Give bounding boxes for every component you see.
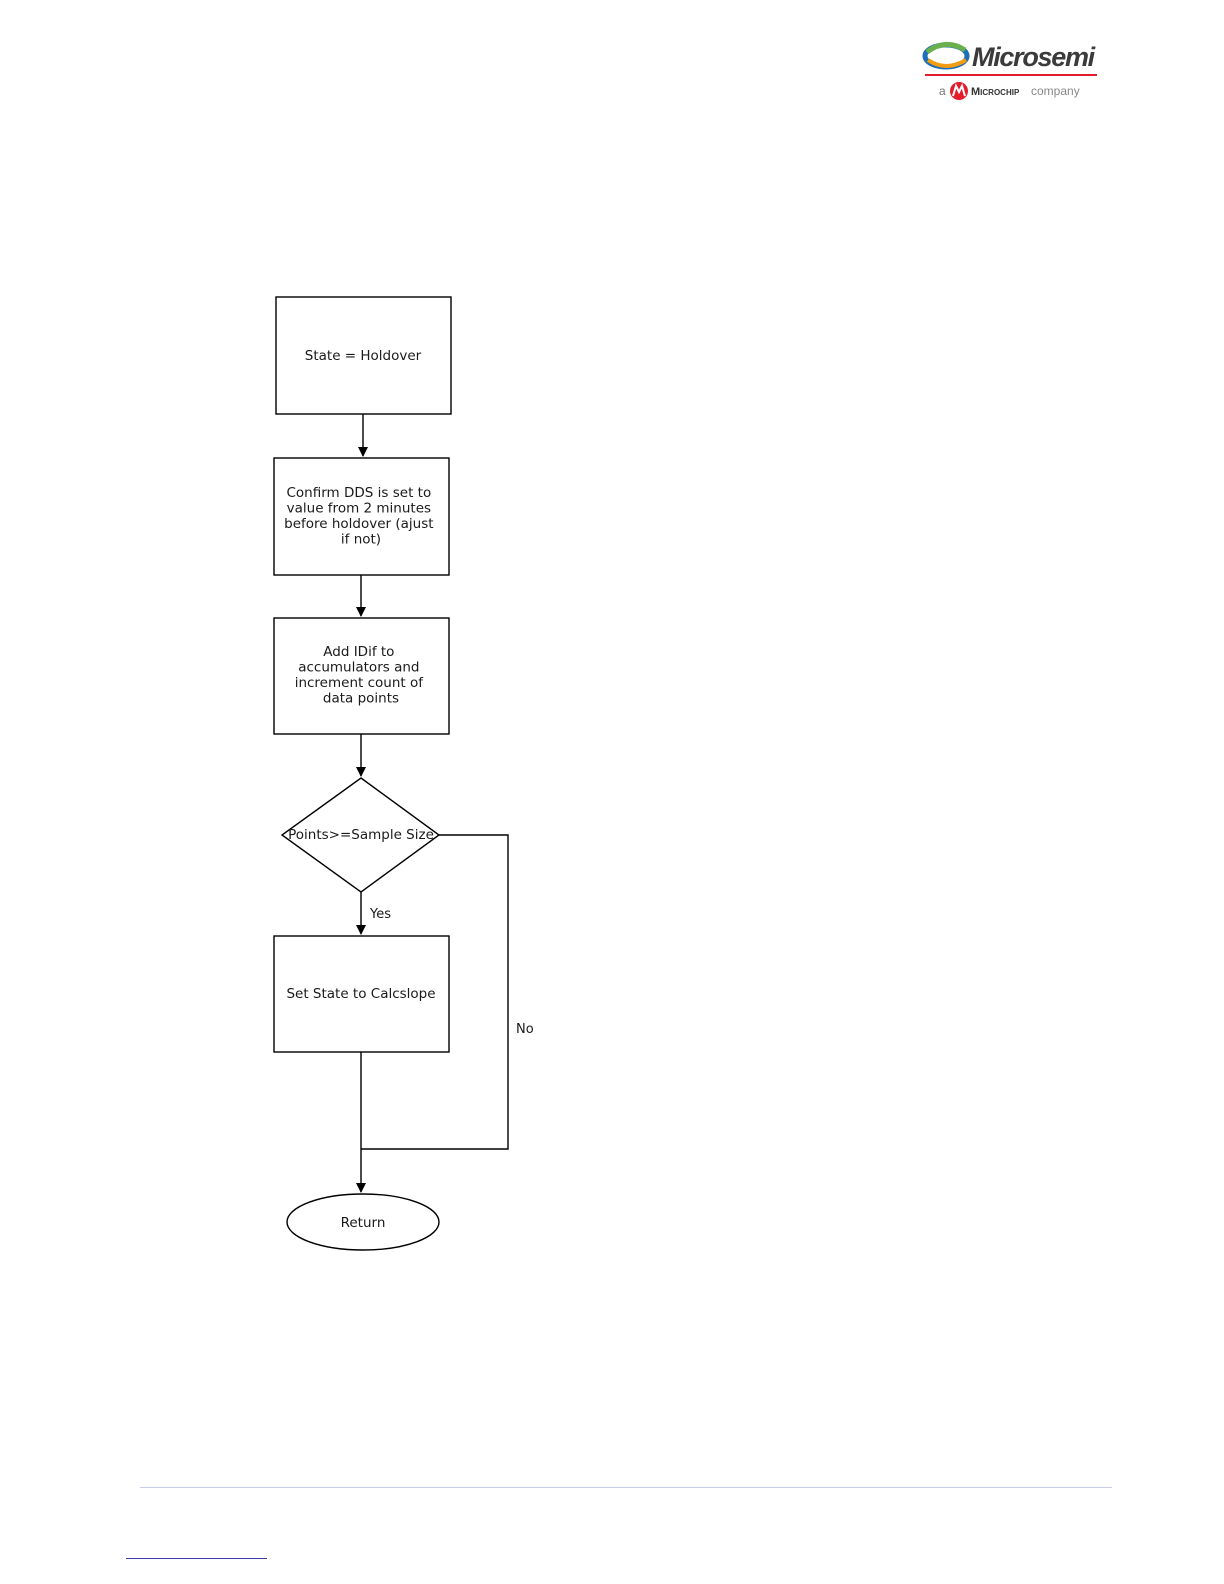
node-confirm-dds-line: if not) (341, 532, 381, 548)
node-set-calcslope: Set State to Calcslope (274, 936, 449, 1052)
node-confirm-dds: Confirm DDS is set to value from 2 minut… (274, 458, 449, 575)
svg-text:Return: Return (341, 1215, 386, 1231)
svg-text:State = Holdover: State = Holdover (305, 348, 422, 364)
node-add-idif: Add IDif to accumulators and increment c… (274, 618, 449, 734)
node-return-line: Return (341, 1215, 386, 1231)
node-state-holdover-line: State = Holdover (305, 348, 422, 364)
node-points-check: Points>=Sample Size (282, 778, 439, 892)
node-add-idif-line: accumulators and (298, 660, 419, 676)
footer-divider (140, 1487, 1112, 1488)
node-add-idif-line: Add IDif to (323, 644, 394, 660)
edge-label-no: No (516, 1022, 534, 1037)
node-add-idif-line: increment count of (295, 675, 425, 691)
edge-label-yes: Yes (369, 907, 391, 922)
node-set-calcslope-line: Set State to Calcslope (286, 986, 435, 1002)
node-state-holdover: State = Holdover (276, 297, 451, 414)
node-confirm-dds-line: value from 2 minutes (287, 501, 431, 517)
node-confirm-dds-line: Confirm DDS is set to (287, 485, 432, 501)
node-confirm-dds-line: before holdover (ajust (284, 516, 433, 532)
node-return: Return (287, 1194, 439, 1250)
svg-text:Points>=Sample Size: Points>=Sample Size (288, 827, 434, 843)
node-points-check-line: Points>=Sample Size (288, 827, 434, 843)
svg-text:Set State to Calcslope: Set State to Calcslope (286, 986, 435, 1002)
node-add-idif-line: data points (323, 691, 399, 707)
footer-link-underline (126, 1558, 267, 1559)
